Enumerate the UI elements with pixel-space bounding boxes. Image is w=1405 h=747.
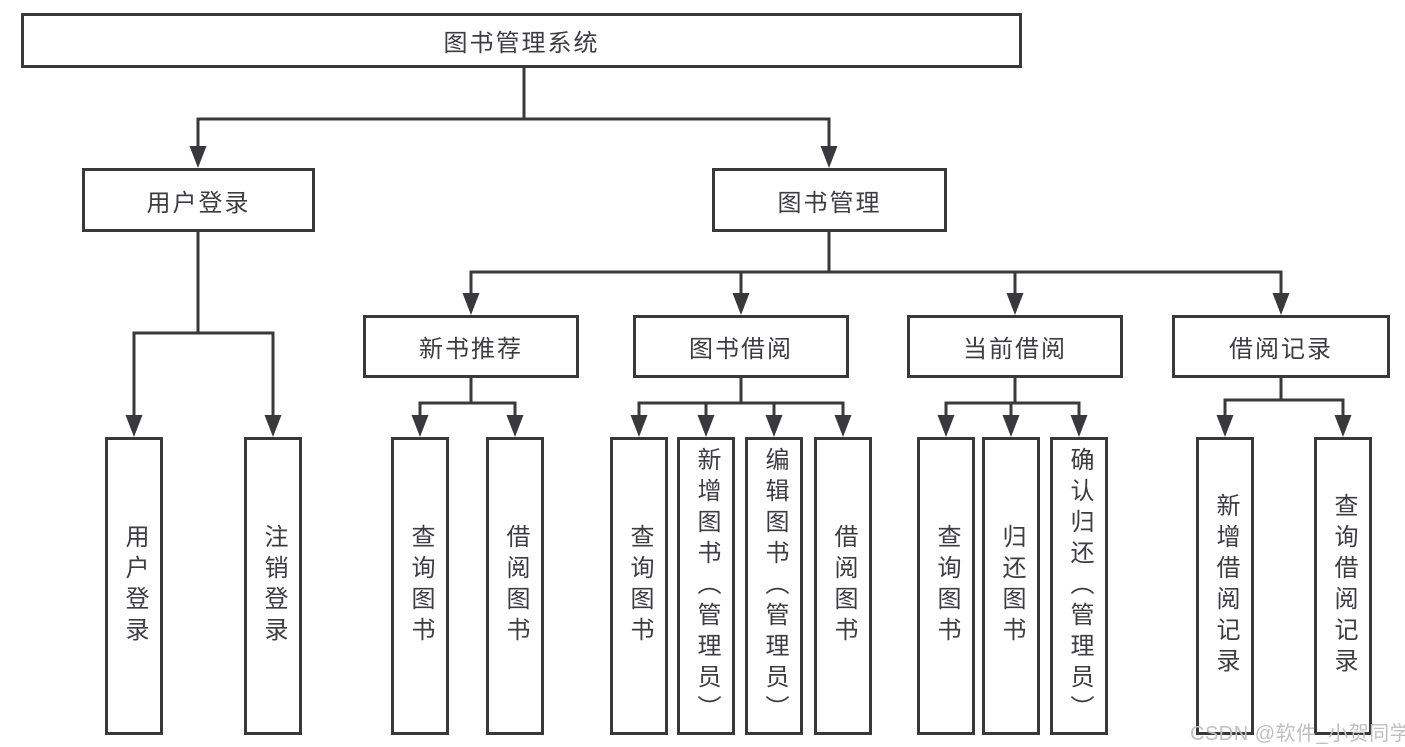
node-label: 用户登录 [121, 524, 148, 648]
node-label: 当前借阅 [963, 336, 1067, 363]
node-current-borrow: 当前借阅 [907, 315, 1123, 378]
node-label: 借阅图书 [502, 524, 529, 648]
leaf-borrow-query: 查询图书 [610, 437, 668, 735]
leaf-newbooks-query: 查询图书 [391, 437, 449, 735]
node-label: 新增图书（管理员） [693, 446, 720, 726]
node-label: 归还图书 [998, 524, 1025, 648]
leaf-newbooks-borrow: 借阅图书 [486, 437, 544, 735]
node-label: 查询借阅记录 [1330, 493, 1357, 679]
leaf-records-add: 新增借阅记录 [1196, 437, 1254, 735]
node-root: 图书管理系统 [21, 13, 1022, 68]
node-book-management: 图书管理 [712, 168, 947, 232]
node-label: 编辑图书（管理员） [761, 446, 788, 726]
node-label: 图书管理 [777, 189, 882, 217]
node-label: 查询图书 [626, 524, 653, 648]
node-new-book-recommend: 新书推荐 [363, 315, 579, 378]
leaf-borrow-borrow-book: 借阅图书 [814, 437, 872, 735]
node-label: 查询图书 [933, 524, 960, 648]
leaf-records-query: 查询借阅记录 [1314, 437, 1372, 735]
node-label: 查询图书 [407, 524, 434, 648]
leaf-borrow-edit-book: 编辑图书（管理员） [745, 437, 803, 735]
node-label: 确认归还（管理员） [1066, 446, 1093, 726]
node-label: 用户登录 [146, 189, 251, 217]
node-label: 借阅记录 [1229, 336, 1333, 363]
node-borrow-records: 借阅记录 [1172, 315, 1390, 378]
node-label: 新书推荐 [419, 336, 523, 363]
leaf-user-login: 用户登录 [105, 437, 163, 735]
node-user-login: 用户登录 [82, 168, 315, 232]
leaf-borrow-add-book: 新增图书（管理员） [677, 437, 735, 735]
node-label: 借阅图书 [830, 524, 857, 648]
node-label: 图书管理系统 [443, 30, 600, 57]
node-label: 注销登录 [260, 524, 287, 648]
node-label: 图书借阅 [689, 336, 793, 363]
node-label: 新增借阅记录 [1212, 493, 1239, 679]
leaf-current-query: 查询图书 [917, 437, 975, 735]
leaf-logout: 注销登录 [244, 437, 302, 735]
leaf-current-confirm-return: 确认归还（管理员） [1050, 437, 1108, 735]
leaf-current-return: 归还图书 [982, 437, 1040, 735]
node-book-borrow: 图书借阅 [633, 315, 849, 378]
